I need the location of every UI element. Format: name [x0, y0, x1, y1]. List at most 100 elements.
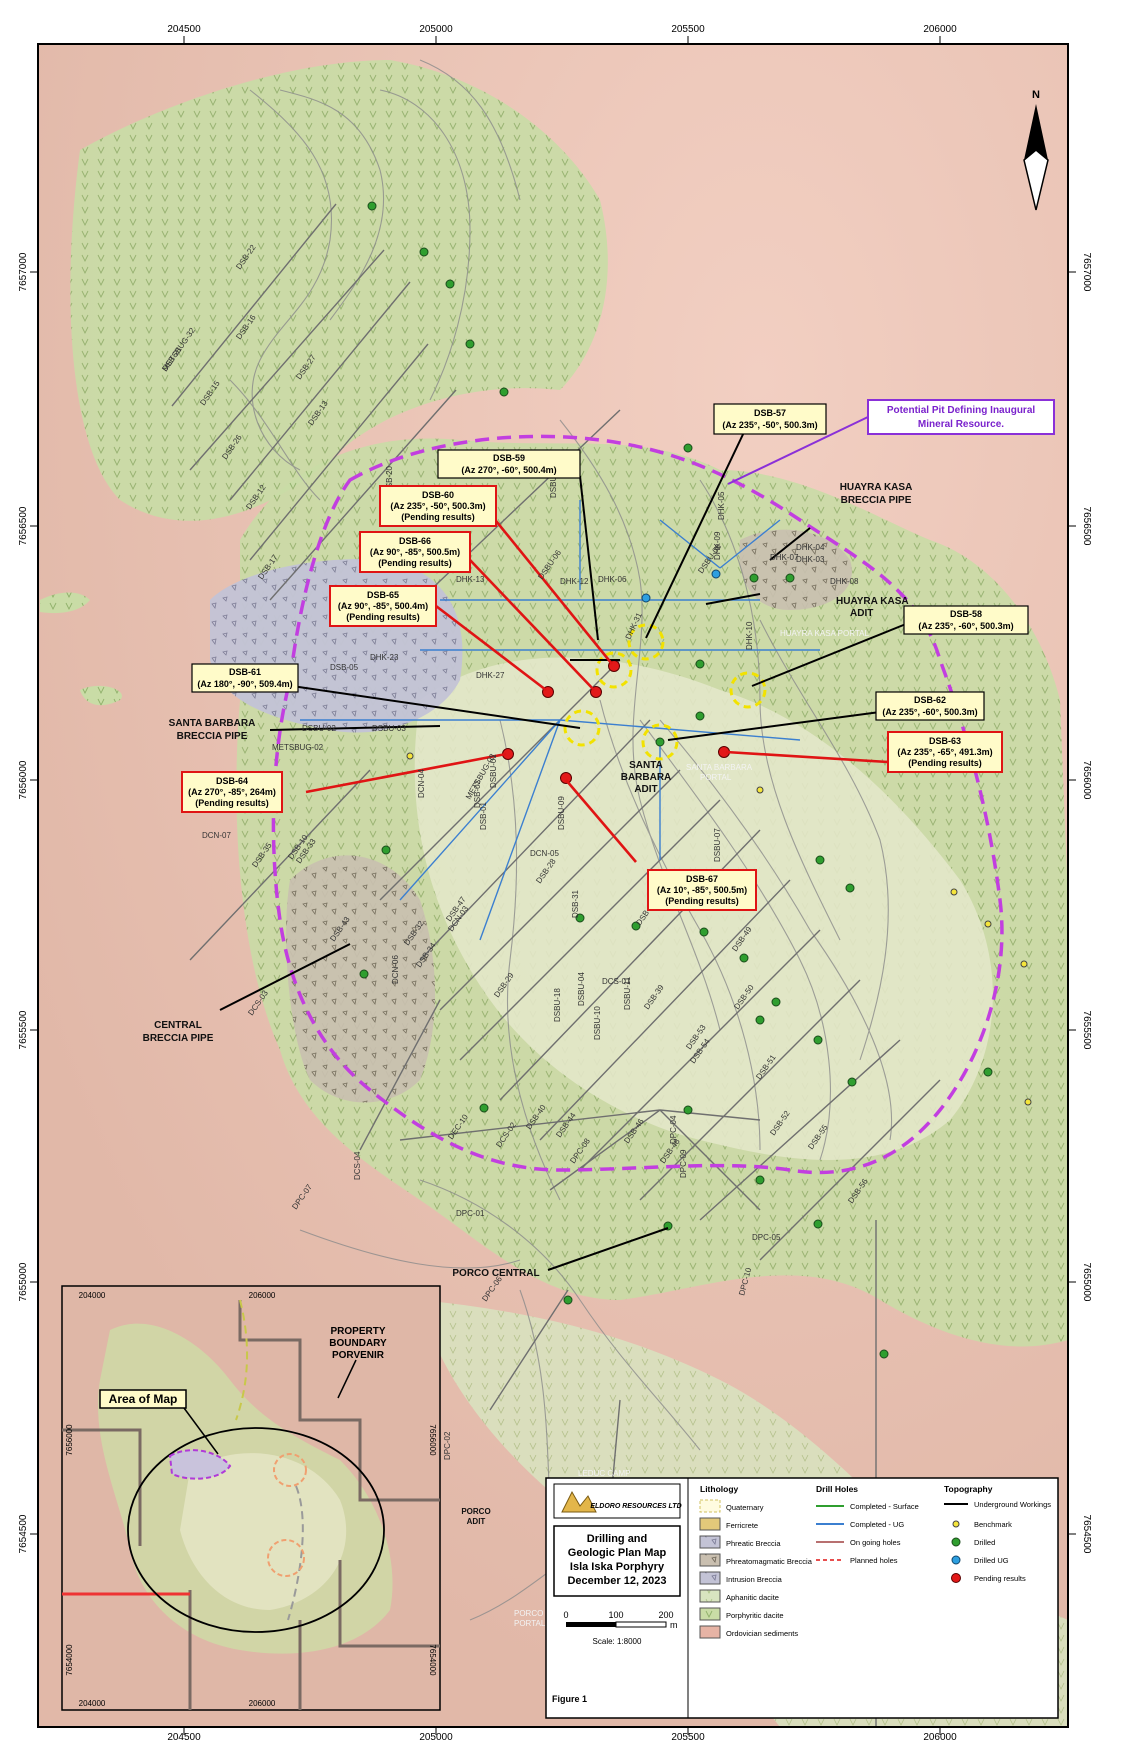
hole-label-dhk-04: DHK-04 [796, 543, 825, 552]
topo-title: Topography [944, 1484, 993, 1494]
hole-label-dsb-02: DSB-02 [473, 779, 482, 808]
north-arrow: N [1023, 89, 1049, 211]
lith-intrusion: Intrusion Breccia [726, 1575, 783, 1584]
hole-label-dsbu-03: DSBU-03 [372, 724, 406, 733]
benchmarks [406, 752, 1032, 1106]
left-y-tick-6: 7654500 [18, 1514, 29, 1553]
callout-dsb-63-status: (Pending results) [908, 758, 982, 768]
top-x-tick-4: 206000 [923, 24, 957, 35]
callout-dsb-59: DSB-59 (Az 270°, -60°, 500.4m) [437, 449, 581, 479]
scale-unit: m [670, 1620, 678, 1630]
scale-tick-0: 0 [563, 1610, 568, 1620]
right-y-tick-4: 7655500 [1081, 1011, 1092, 1050]
right-y-tick-1: 7657000 [1081, 253, 1092, 292]
callout-dsb-66-detail: (Az 90°, -85°, 500.5m) [370, 547, 460, 557]
callout-dsb-57: DSB-57 (Az 235°, -50°, 500.3m) [713, 403, 827, 435]
callout-dsb-67-detail: (Az 10°, -85°, 500.5m) [657, 885, 747, 895]
scale-tick-200: 200 [658, 1610, 673, 1620]
hole-label-dpc-04: DPC-04 [669, 1115, 678, 1144]
topo-pending: Pending results [974, 1574, 1026, 1583]
inset-boundary-line2: BOUNDARY [329, 1338, 387, 1349]
legend-title-line2: Geologic Plan Map [568, 1547, 667, 1559]
callout-dsb-60-status: (Pending results) [401, 512, 475, 522]
lith-ordovician: Ordovician sediments [726, 1629, 798, 1638]
callout-dsb-62: DSB-62 (Az 235°, -60°, 500.3m) [875, 691, 985, 721]
top-x-tick-3: 205500 [671, 24, 705, 35]
callout-dsb-57-title: DSB-57 [754, 408, 786, 418]
callout-dsb-64-title: DSB-64 [216, 776, 248, 786]
lith-ferricrete: Ferricrete [726, 1521, 758, 1530]
hole-label-dhk-10: DHK-10 [745, 621, 754, 650]
scale-bar-black [566, 1622, 616, 1627]
hole-label-dhk-08: DHK-08 [830, 577, 859, 586]
callout-dsb-67-status: (Pending results) [665, 896, 739, 906]
top-x-tick-2: 205000 [419, 24, 453, 35]
topo-drilled: Drilled [974, 1538, 995, 1547]
leader-line-purple [727, 415, 871, 485]
callout-dsb-63-detail: (Az 235°, -65°, 491.3m) [897, 747, 992, 757]
left-y-tick-4: 7655500 [18, 1010, 29, 1049]
hole-label-dsb-01: DSB-01 [479, 801, 488, 830]
inset-y-left-1: 7656000 [65, 1424, 74, 1456]
callout-dsb-60-title: DSB-60 [422, 490, 454, 500]
hole-label-dhk-13: DHK-13 [456, 575, 485, 584]
hole-label-dpc-09: DPC-09 [679, 1149, 688, 1178]
drill-planned: Planned holes [850, 1556, 898, 1565]
top-x-tick-1: 204500 [167, 24, 201, 35]
callout-dsb-62-title: DSB-62 [914, 695, 946, 705]
left-y-tick-1: 7657000 [18, 252, 29, 291]
inset-y-right-1: 7656000 [428, 1424, 437, 1456]
hole-label-dpc-01: DPC-01 [456, 1209, 485, 1218]
scale-text: Scale: 1:8000 [593, 1637, 642, 1646]
callout-dsb-61-detail: (Az 180°, -90°, 509.4m) [197, 679, 292, 689]
inset-map: Area of Map PROPERTY BOUNDARY PORVENIR 2… [61, 1285, 441, 1711]
hole-label-dpc-05: DPC-05 [752, 1233, 781, 1242]
right-y-tick-5: 7655000 [1081, 1263, 1092, 1302]
topo-drilled-ug: Drilled UG [974, 1556, 1009, 1565]
porphyritic-dacite-north [70, 60, 608, 521]
pit-callout-line2: Mineral Resource. [918, 419, 1004, 430]
legend-panel: ELDORO RESOURCES LTD Drilling and Geolog… [545, 1477, 1059, 1719]
bottom-x-tick-2: 205000 [419, 1732, 453, 1743]
drill-traces-surface [171, 203, 941, 1727]
drilled-ug-collars [641, 569, 721, 603]
huayra-kasa-portal-label: HUAYRA KASA PORTAL [780, 629, 869, 638]
swatch-quaternary [699, 1499, 721, 1513]
topo-workings: Underground Workings [974, 1500, 1051, 1509]
porco-portal-line1: PORCO [514, 1609, 543, 1618]
leduc-camp-label: LEDUC CAMP [578, 1469, 630, 1478]
callout-dsb-61-title: DSB-61 [229, 667, 261, 677]
left-y-tick-5: 7655000 [18, 1262, 29, 1301]
swatch-phreatomagmatic [699, 1553, 721, 1567]
right-y-tick-2: 7656500 [1081, 507, 1092, 546]
legend-drilled-dot [951, 1537, 961, 1547]
hole-label-dcs-04: DCS-04 [353, 1151, 362, 1180]
santa-barbara-pipe-line2: BRECCIA PIPE [177, 731, 248, 742]
swatch-porphyritic [699, 1607, 721, 1621]
inset-y-left-2: 7654000 [65, 1644, 74, 1676]
callout-dsb-65: DSB-65 (Az 90°, -85°, 500.4m) (Pending r… [329, 585, 437, 627]
callout-dsb-59-title: DSB-59 [493, 453, 525, 463]
callout-dsb-65-title: DSB-65 [367, 590, 399, 600]
swatch-phreatic [699, 1535, 721, 1549]
legend-title-line1: Drilling and [587, 1533, 648, 1545]
swatch-aphanitic [699, 1589, 721, 1603]
drill-traces-ug [300, 500, 820, 941]
hole-label-dhk-09: DHK-09 [713, 531, 722, 560]
hole-label-dsbu-11: DSBU-11 [623, 976, 632, 1010]
bottom-x-tick-3: 205500 [671, 1732, 705, 1743]
legend-pending-dot [951, 1573, 961, 1583]
callout-dsb-61: DSB-61 (Az 180°, -90°, 509.4m) [191, 663, 299, 693]
callout-dsb-60-detail: (Az 235°, -50°, 500.3m) [390, 501, 485, 511]
callout-dsb-63-title: DSB-63 [929, 736, 961, 746]
legend-title-line3: Isla Iska Porphyry [570, 1561, 665, 1573]
lith-porphyritic: Porphyritic dacite [726, 1611, 784, 1620]
right-y-tick-3: 7656000 [1081, 761, 1092, 800]
inset-boundary-line3: PORVENIR [332, 1350, 385, 1361]
inset-x-top-1: 204000 [79, 1291, 106, 1300]
left-y-tick-3: 7656000 [18, 760, 29, 799]
callout-dsb-66-title: DSB-66 [399, 536, 431, 546]
callout-dsb-57-detail: (Az 235°, -50°, 500.3m) [722, 420, 817, 430]
hole-label-dsbu-07: DSBU-07 [713, 828, 722, 862]
hole-label-dsbu-10: DSBU-10 [593, 1006, 602, 1040]
